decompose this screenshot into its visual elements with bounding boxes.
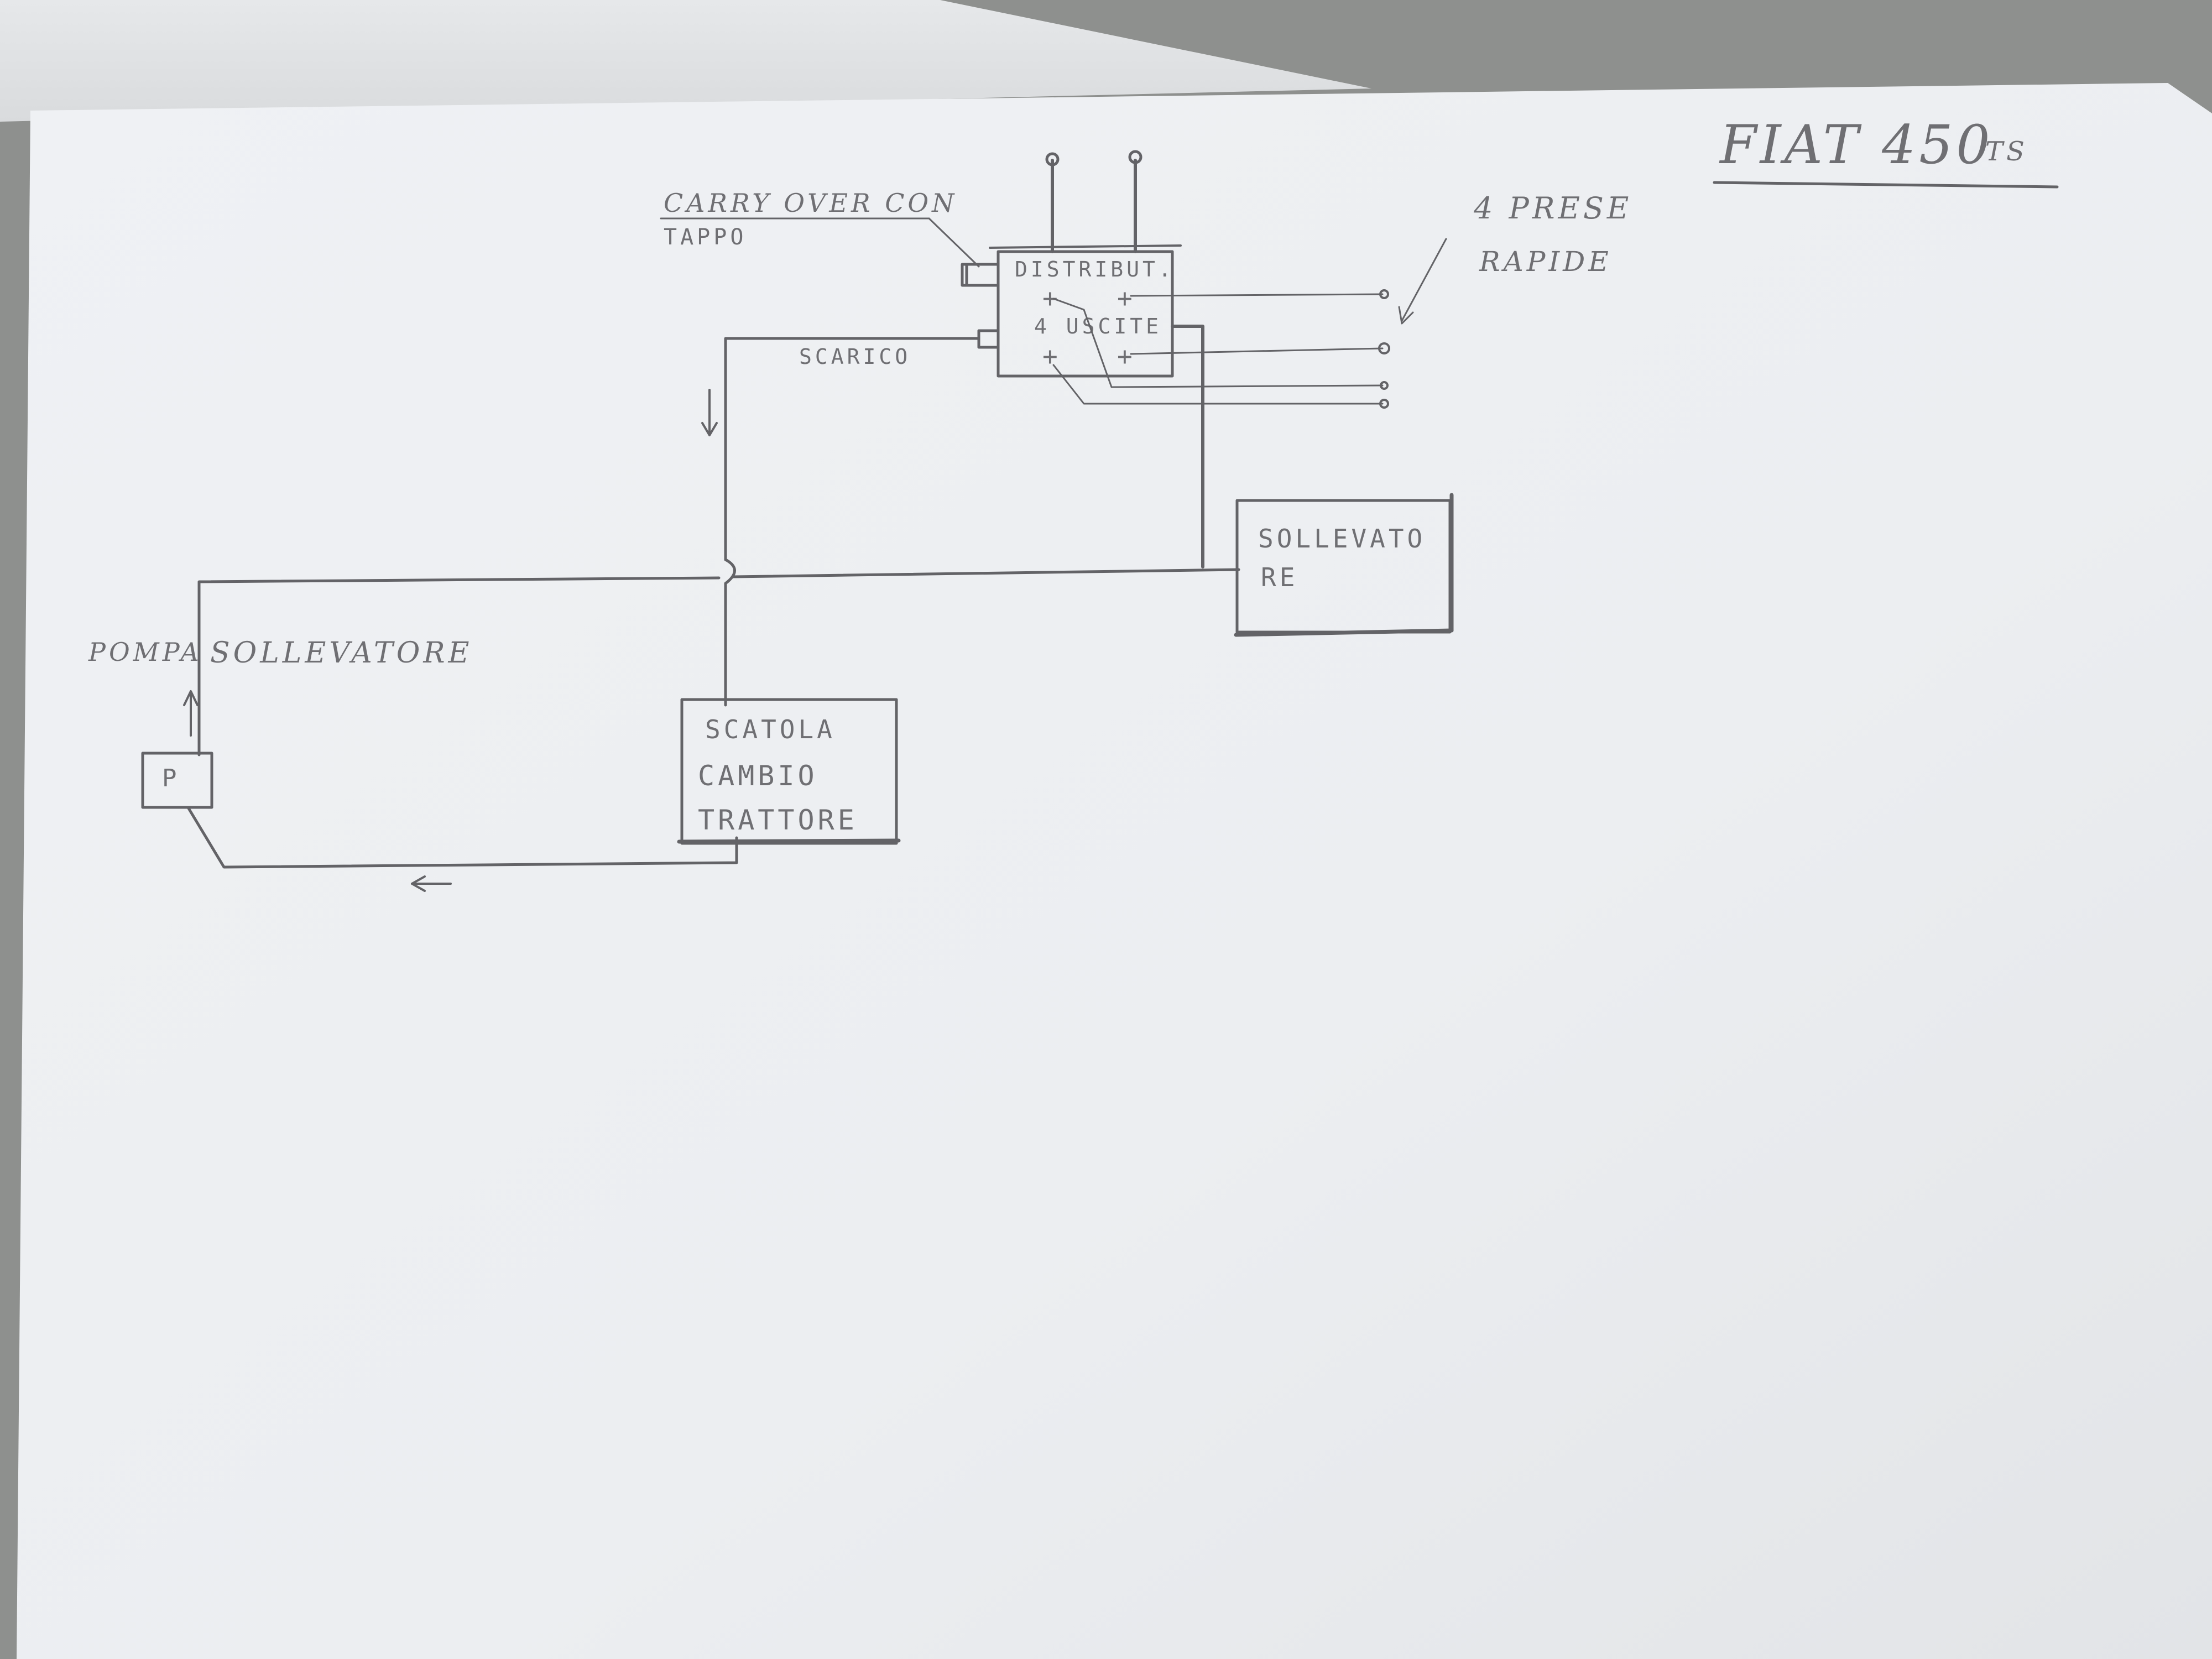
couplings-arrow-head <box>1398 306 1414 325</box>
pressure-line <box>197 576 721 757</box>
title-suffix: TS <box>1985 136 2028 167</box>
lifter-label-2: RE <box>1261 562 1298 592</box>
lifter-group: SOLLEVATO RE <box>1234 493 1454 637</box>
paper-sheet <box>17 83 2212 1659</box>
carry-over-leader <box>928 217 980 268</box>
drain-pipe <box>724 337 980 561</box>
pump-box-label: P <box>162 764 180 792</box>
coupling-1 <box>1379 289 1389 299</box>
back-sheet <box>0 0 1371 122</box>
distributor-top-cap-right <box>1128 150 1142 164</box>
pump-box <box>141 752 213 809</box>
carry-over-label-1: CARRY OVER CON <box>664 188 957 218</box>
gearbox-box <box>680 698 898 845</box>
lifter-label-1: SOLLEVATO <box>1258 524 1426 554</box>
couplings-label-2: RAPIDE <box>1479 246 1612 278</box>
gearbox-label-3: TRATTORE <box>698 804 858 836</box>
pressure-line-right <box>731 568 1240 578</box>
distributor-box-top-extension <box>989 244 1182 249</box>
pressure-line-group <box>183 568 1240 757</box>
distributor-label-1: DISTRIBUT. <box>1015 257 1175 281</box>
couplings-arrow-shaft <box>1401 238 1447 322</box>
gearbox-group: SCATOLA CAMBIO TRATTORE <box>677 698 901 845</box>
pump-label-prefix: POMPA <box>88 637 202 667</box>
gearbox-bottom-edge <box>677 838 901 844</box>
title-group: FIAT 450 TS <box>1713 114 2059 189</box>
return-arrow-head <box>411 875 426 892</box>
distributor-box <box>997 250 1174 378</box>
quick-couplings-group: 4 PRESE RAPIDE <box>1052 191 1632 409</box>
title-text: FIAT 450 <box>1719 114 1993 176</box>
distributor-group: DISTRIBUT. 4 USCITE + + + + <box>961 150 1204 568</box>
coupling-line-3 <box>1052 298 1384 388</box>
carry-over-label-2: TAPPO <box>664 225 747 250</box>
drain-pipe-group: SCARICO <box>701 337 980 707</box>
distributor-right-pipe <box>1171 325 1204 568</box>
distributor-plus-1: + <box>1042 283 1061 313</box>
distributor-plus-2: + <box>1117 283 1136 313</box>
drain-label: SCARICO <box>799 345 911 369</box>
title-underline <box>1713 181 2059 189</box>
carry-over-port <box>961 263 1000 287</box>
coupling-3 <box>1380 381 1389 390</box>
gearbox-label-1: SCATOLA <box>705 714 836 744</box>
pump-label-text: SOLLEVATORE <box>210 637 472 670</box>
distributor-plus-4: + <box>1117 341 1136 371</box>
coupling-line-1 <box>1130 293 1384 297</box>
coupling-2 <box>1378 342 1390 354</box>
pump-group: POMPA SOLLEVATORE P <box>88 637 738 892</box>
return-pipe <box>186 806 738 869</box>
gearbox-label-2: CAMBIO <box>698 760 818 792</box>
pump-arrow-head <box>183 690 199 706</box>
lifter-box-bottom-edge <box>1234 628 1454 637</box>
carry-over-annotation: CARRY OVER CON TAPPO <box>660 188 980 268</box>
coupling-line-2 <box>1130 347 1384 355</box>
distributor-plus-3: + <box>1042 341 1061 371</box>
drain-arrow-head <box>701 422 718 436</box>
couplings-label-1: 4 PRESE <box>1473 191 1632 226</box>
distributor-top-cap-left <box>1045 152 1060 166</box>
drain-crossover <box>724 558 736 585</box>
coupling-line-4 <box>1052 364 1384 405</box>
coupling-4 <box>1379 399 1389 409</box>
distributor-label-2: 4 USCITE <box>1034 314 1162 338</box>
